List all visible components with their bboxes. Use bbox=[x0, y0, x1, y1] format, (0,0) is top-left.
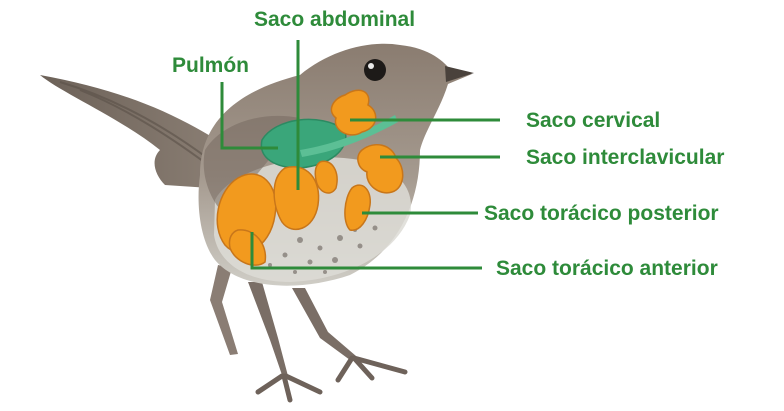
leg-right bbox=[292, 288, 356, 360]
label-saco-toracico-posterior: Saco torácico posterior bbox=[484, 202, 719, 226]
label-saco-interclavicular: Saco interclavicular bbox=[526, 146, 724, 170]
beak bbox=[445, 66, 474, 82]
air-sac-abdominal bbox=[274, 167, 318, 230]
label-saco-cervical: Saco cervical bbox=[526, 109, 660, 133]
air-sac-small bbox=[315, 161, 337, 193]
eye bbox=[364, 59, 386, 81]
leg-left bbox=[248, 282, 288, 376]
leg-near bbox=[210, 265, 238, 355]
eye-highlight bbox=[368, 63, 374, 69]
label-saco-abdominal: Saco abdominal bbox=[254, 8, 415, 32]
label-saco-toracico-anterior: Saco torácico anterior bbox=[496, 257, 718, 281]
label-pulmon: Pulmón bbox=[172, 54, 249, 78]
